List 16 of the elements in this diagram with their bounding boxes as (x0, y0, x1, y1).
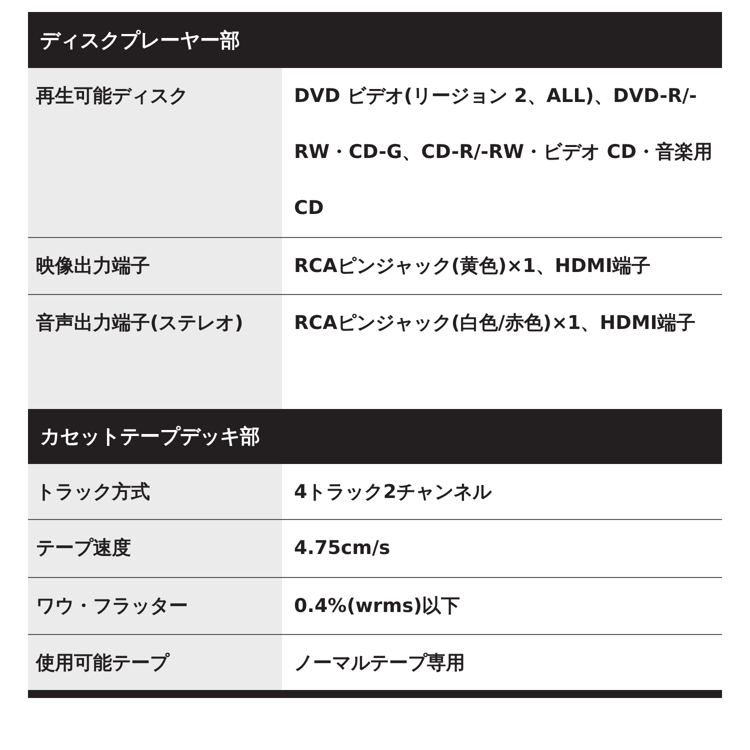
spec-name-cell: 使用可能テープ (28, 635, 282, 690)
section-header: カセットテープデッキ部 (28, 409, 722, 464)
spec-value: 4トラック2チャンネル (293, 480, 493, 505)
spec-name-cell: トラック方式 (28, 464, 282, 520)
spec-value: RCAピンジャック(黄色)×1、HDMI端子 (293, 254, 652, 279)
spec-name-cell: テープ速度 (28, 520, 282, 578)
spec-name-cell: 再生可能ディスク (28, 68, 282, 238)
spec-value: 0.4%(wrms)以下 (293, 594, 462, 619)
spec-value: DVD ビデオ(リージョン 2、ALL)、DVD-R/-RW・CD-G、CD-R/-RW・ビデオ CD・音楽用CD (293, 84, 714, 221)
spec-value: RCAピンジャック(白色/赤色)×1、HDMI端子 (293, 311, 696, 336)
spec-name-cell: ワウ・フラッター (28, 578, 282, 635)
spec-name-cell: 映像出力端子 (28, 238, 282, 295)
spec-value: 4.75cm/s (293, 536, 392, 561)
spec-value: ノーマルテープ専用 (293, 651, 466, 676)
section-header: ディスクプレーヤー部 (28, 12, 722, 68)
spec-name-cell: 音声出力端子(ステレオ) (28, 295, 282, 409)
